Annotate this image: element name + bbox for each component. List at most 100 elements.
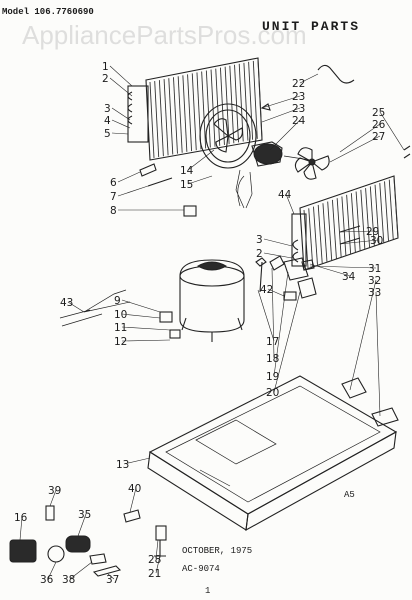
leader-line <box>77 513 87 537</box>
callout-label: 28 <box>148 554 161 566</box>
callout-label: 9 <box>114 295 121 307</box>
cover-20 <box>297 277 317 299</box>
leader-line <box>339 230 375 233</box>
leader-line <box>111 132 129 135</box>
callout-label: 15 <box>180 179 193 191</box>
callout-label: 5 <box>104 128 111 140</box>
leader-line <box>273 271 289 377</box>
callout-label: 18 <box>266 353 279 365</box>
pad-32 <box>341 377 367 399</box>
leader-line <box>309 265 377 269</box>
model-number: Model 106.7760690 <box>2 7 94 17</box>
callout-label: 36 <box>40 574 54 586</box>
leader-line <box>67 301 85 313</box>
relay-17 <box>255 257 267 293</box>
callout-label: 6 <box>110 177 117 189</box>
leader-line <box>339 239 379 245</box>
leader-line <box>261 107 301 123</box>
leader-line <box>261 95 301 109</box>
callout-label: 10 <box>114 309 127 321</box>
clip-26 <box>403 145 411 159</box>
evaporator-coil <box>127 57 263 161</box>
watermark-text: AppliancePartsPros.com <box>22 20 307 50</box>
callout-label: 3 <box>104 103 111 115</box>
leader-line <box>111 107 131 121</box>
clip-23 <box>260 103 271 111</box>
leader-line <box>263 238 293 247</box>
leader-line <box>123 457 151 465</box>
callout-label: 37 <box>106 574 119 586</box>
leader-line <box>379 111 405 151</box>
callout-label: 1 <box>102 61 109 73</box>
leader-line <box>263 252 293 259</box>
wire-harness <box>59 289 131 327</box>
part-35-capacitor <box>65 535 91 553</box>
leader-line <box>187 175 213 185</box>
leader-line <box>19 516 23 541</box>
leader-line <box>69 561 93 580</box>
leader-line <box>269 119 301 151</box>
fan-assembly <box>199 103 330 209</box>
callout-label: 44 <box>278 189 292 201</box>
leader-line <box>121 339 171 342</box>
callout-labels: 1234567891011121314151617181920212223232… <box>14 61 386 586</box>
part-16-connector <box>9 539 37 563</box>
base-pan <box>147 375 398 532</box>
callout-label: 39 <box>48 485 61 497</box>
rod-7 <box>147 177 173 187</box>
leader-line <box>49 489 57 507</box>
callout-label: 4 <box>104 115 111 127</box>
leader-line <box>107 573 115 580</box>
part-39-clip <box>45 505 55 521</box>
callout-label: 34 <box>342 271 356 283</box>
compressor <box>159 259 245 342</box>
relay-18 <box>269 255 285 271</box>
leader-line <box>155 555 161 574</box>
leader-line <box>187 149 215 171</box>
callout-label: 30 <box>370 235 383 247</box>
leader-line <box>349 279 377 391</box>
leader-line <box>121 326 171 331</box>
leader-line <box>257 289 275 342</box>
leader-line <box>375 291 381 417</box>
callout-label: 20 <box>266 387 279 399</box>
leader-line <box>117 185 149 197</box>
callout-label: 23 <box>292 91 305 103</box>
leader-line <box>267 288 285 297</box>
block-8 <box>183 205 197 217</box>
leader-line <box>155 539 159 560</box>
pad-33 <box>371 407 399 427</box>
callout-label: 24 <box>292 115 306 127</box>
callout-label: 32 <box>368 275 381 287</box>
leader-line <box>129 487 137 513</box>
leader-line <box>117 171 141 183</box>
callout-label: 16 <box>14 512 28 524</box>
part-40-bracket <box>123 509 141 523</box>
corner-mark: A5 <box>344 490 355 500</box>
callout-label: 43 <box>60 297 73 309</box>
leader-line <box>299 73 319 84</box>
callout-label: 38 <box>62 574 75 586</box>
callout-label: 21 <box>148 568 161 580</box>
part-29-rod <box>339 225 361 245</box>
callout-label: 33 <box>368 287 381 299</box>
leader-line <box>109 77 133 97</box>
leader-line <box>109 65 133 87</box>
callout-label: 31 <box>368 263 381 275</box>
revision-date: OCTOBER, 1975 <box>182 546 252 556</box>
leader-line <box>271 267 275 359</box>
leader-line <box>47 561 57 580</box>
callout-label: 12 <box>114 336 127 348</box>
callout-label: 7 <box>110 191 117 203</box>
leader-line <box>329 135 381 163</box>
callout-label: 8 <box>110 205 117 217</box>
callout-label: 13 <box>116 459 129 471</box>
plug-31 <box>301 259 315 271</box>
callout-label: 17 <box>266 336 279 348</box>
callout-label: 26 <box>372 119 386 131</box>
callout-label: 22 <box>292 78 305 90</box>
callout-label: 19 <box>266 371 279 383</box>
leader-line <box>273 291 301 393</box>
